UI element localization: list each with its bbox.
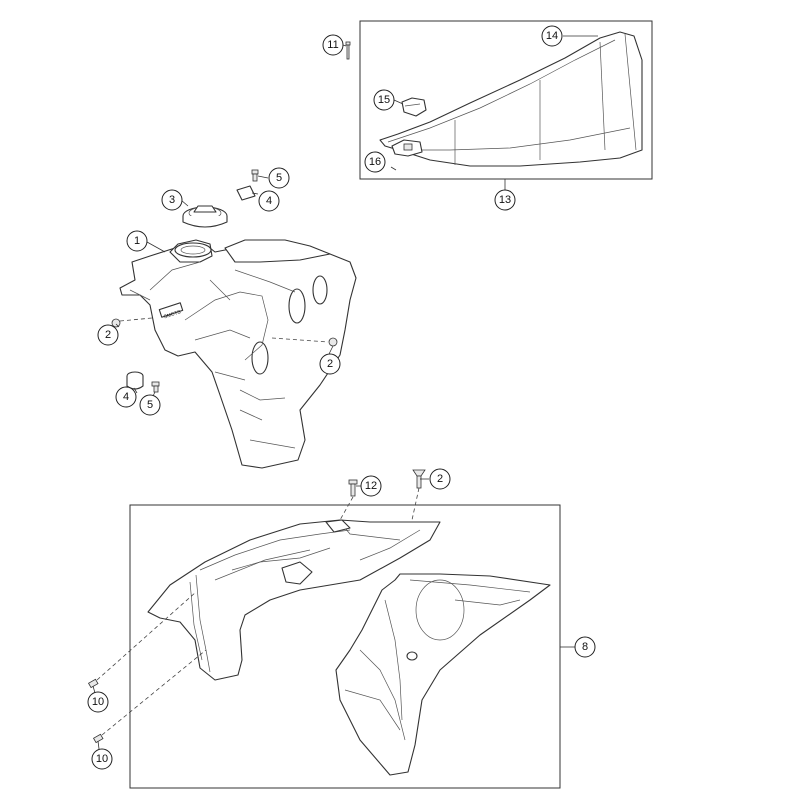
- bushing-upper: [236, 185, 256, 201]
- svg-text:15: 15: [378, 94, 390, 106]
- seat-hook: [391, 139, 423, 157]
- callout-3: 3: [161, 189, 183, 211]
- svg-text:2: 2: [437, 473, 443, 485]
- callout-13: 13: [494, 189, 516, 211]
- screw-12: [348, 479, 358, 497]
- callout-10-upper: 10: [87, 691, 109, 713]
- fastener-left: [111, 318, 121, 328]
- screw-10-upper: [87, 678, 99, 689]
- callout-4-upper: 4: [258, 190, 280, 212]
- svg-text:16: 16: [369, 156, 381, 168]
- seat-bracket: [401, 97, 427, 117]
- svg-text:2: 2: [105, 329, 111, 341]
- callout-5-lower: 5: [139, 394, 161, 416]
- callout-2-left: 2: [97, 324, 119, 346]
- svg-text:11: 11: [327, 39, 338, 51]
- callout-16: 16: [364, 151, 386, 173]
- callout-8: 8: [574, 636, 596, 658]
- fuel-cap: [182, 205, 228, 228]
- svg-text:12: 12: [365, 480, 377, 492]
- fastener-shroud: [412, 469, 426, 489]
- svg-text:10: 10: [92, 696, 104, 708]
- fuel-tank: SMCTS: [119, 239, 357, 469]
- svg-text:14: 14: [546, 30, 558, 42]
- svg-text:5: 5: [147, 399, 153, 411]
- callout-2-right: 2: [319, 353, 341, 375]
- right-radiator-shroud: [335, 573, 551, 776]
- left-radiator-shroud: [147, 519, 441, 681]
- callout-1: 1: [126, 230, 148, 252]
- fastener-right: [328, 337, 338, 347]
- svg-text:13: 13: [499, 194, 511, 206]
- seat: [379, 31, 643, 167]
- tank-logo-plate: [158, 302, 184, 318]
- callout-11: 11: [322, 34, 344, 56]
- svg-text:4: 4: [123, 391, 129, 403]
- bushing-lower: [126, 371, 144, 390]
- seat-assembly-frame: [359, 20, 653, 180]
- callout-14: 14: [541, 25, 563, 47]
- svg-text:2: 2: [327, 358, 333, 370]
- svg-text:4: 4: [266, 195, 272, 207]
- callout-12: 12: [360, 475, 382, 497]
- callout-15: 15: [373, 89, 395, 111]
- callout-2-shroud: 2: [429, 468, 451, 490]
- tank-logo: SMCTS: [163, 309, 182, 320]
- callout-4-lower: 4: [115, 386, 137, 408]
- screw-upper: [251, 169, 259, 182]
- svg-text:3: 3: [169, 194, 175, 206]
- screw-10-lower: [92, 733, 104, 744]
- screw-lower: [151, 381, 160, 393]
- svg-text:1: 1: [134, 235, 140, 247]
- screw-11: [345, 41, 351, 60]
- svg-text:5: 5: [276, 172, 282, 184]
- svg-text:8: 8: [582, 641, 588, 653]
- callout-10-lower: 10: [91, 748, 113, 770]
- svg-text:10: 10: [96, 753, 108, 765]
- shroud-assembly-frame: [129, 504, 561, 789]
- callout-5-upper: 5: [268, 167, 290, 189]
